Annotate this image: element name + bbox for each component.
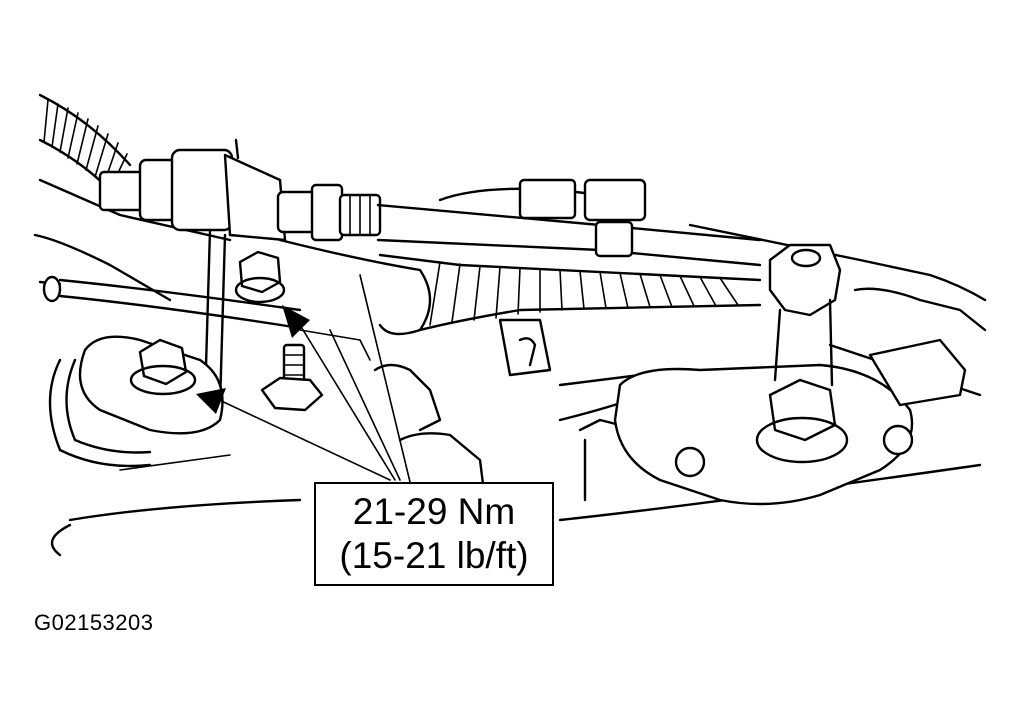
connector-right bbox=[853, 287, 987, 407]
mounting-bolt-upper bbox=[234, 250, 286, 304]
mounting-bolt-left bbox=[78, 335, 224, 435]
sensor-connector-assembly bbox=[98, 138, 382, 407]
torque-spec-metric: 21-29 Nm bbox=[352, 491, 516, 532]
control-cable bbox=[38, 275, 302, 330]
engine-surface-outlines bbox=[33, 178, 987, 557]
rigid-tube bbox=[376, 178, 762, 267]
leader-lines bbox=[214, 274, 411, 483]
corrugated-harness-main bbox=[378, 253, 762, 332]
torque-spec-callout: 21-29 Nm (15-21 lb/ft) bbox=[314, 482, 554, 586]
figure-id-label: G02153203 bbox=[34, 610, 154, 635]
arrow-to-left-bolt bbox=[196, 388, 226, 414]
threaded-stud bbox=[260, 343, 324, 412]
torque-spec-imperial: (15-21 lb/ft) bbox=[339, 535, 529, 576]
actuator-flange bbox=[613, 243, 914, 506]
vacuum-line bbox=[48, 238, 432, 468]
arrow-to-upper-bolt bbox=[282, 305, 310, 338]
